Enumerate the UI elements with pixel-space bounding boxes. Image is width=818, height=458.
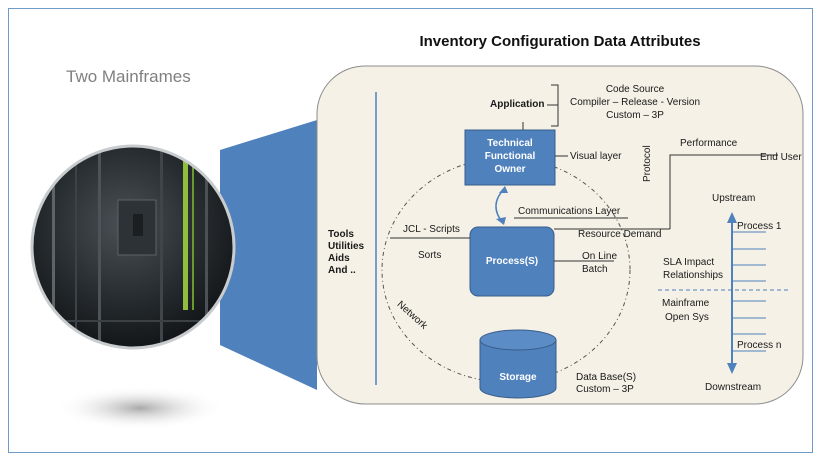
tools-label-4: And .. xyxy=(328,265,356,276)
tools-label-3: Aids xyxy=(328,253,350,264)
performance-label: Performance xyxy=(680,138,738,149)
visual-layer-label: Visual layer xyxy=(570,151,622,162)
tools-label-1: Tools xyxy=(328,229,354,240)
downstream-label: Downstream xyxy=(705,382,762,393)
zoom-connector xyxy=(220,120,317,390)
sorts-label: Sorts xyxy=(418,250,442,261)
owner-line-1: Technical xyxy=(487,138,533,149)
communications-layer-label: Communications Layer xyxy=(518,206,621,217)
application-label: Application xyxy=(490,99,545,110)
database-line-2: Custom – 3P xyxy=(576,384,634,395)
owner-line-3: Owner xyxy=(494,164,526,175)
diagram-title: Inventory Configuration Data Attributes xyxy=(419,33,701,50)
owner-box xyxy=(464,129,556,186)
resource-demand-label: Resource Demand xyxy=(578,229,662,240)
process-1-label: Process 1 xyxy=(737,221,782,232)
database-line-1: Data Base(S) xyxy=(576,372,637,383)
app-detail-2: Compiler – Release - Version xyxy=(569,97,701,108)
opensys-label: Open Sys xyxy=(665,312,709,323)
batch-label: Batch xyxy=(582,264,608,275)
network-circle xyxy=(381,157,631,383)
jcl-scripts-label: JCL - Scripts xyxy=(403,224,460,235)
storage-cylinder xyxy=(479,340,557,399)
online-label: On Line xyxy=(582,251,618,262)
mainframe-label: Mainframe xyxy=(662,298,710,309)
left-label: Two Mainframes xyxy=(66,67,191,86)
owner-line-2: Functional xyxy=(484,151,536,162)
process-label: Process(S) xyxy=(485,256,539,267)
sla-line-2: Relationships xyxy=(663,270,724,281)
app-detail-3: Custom – 3P xyxy=(606,110,664,121)
app-detail-1: Code Source xyxy=(605,84,665,95)
protocol-label: Protocol xyxy=(642,145,653,182)
photo-shadow xyxy=(55,386,225,430)
upstream-label: Upstream xyxy=(712,193,756,204)
slide-border xyxy=(8,8,813,453)
storage-label: Storage xyxy=(499,372,537,383)
end-user-label: End User xyxy=(760,152,802,163)
mainframe-photo xyxy=(32,146,234,348)
sla-line-1: SLA Impact xyxy=(663,257,715,268)
process-n-label: Process n xyxy=(737,340,782,351)
tools-label-2: Utilities xyxy=(328,241,365,252)
attributes-panel xyxy=(316,65,804,405)
